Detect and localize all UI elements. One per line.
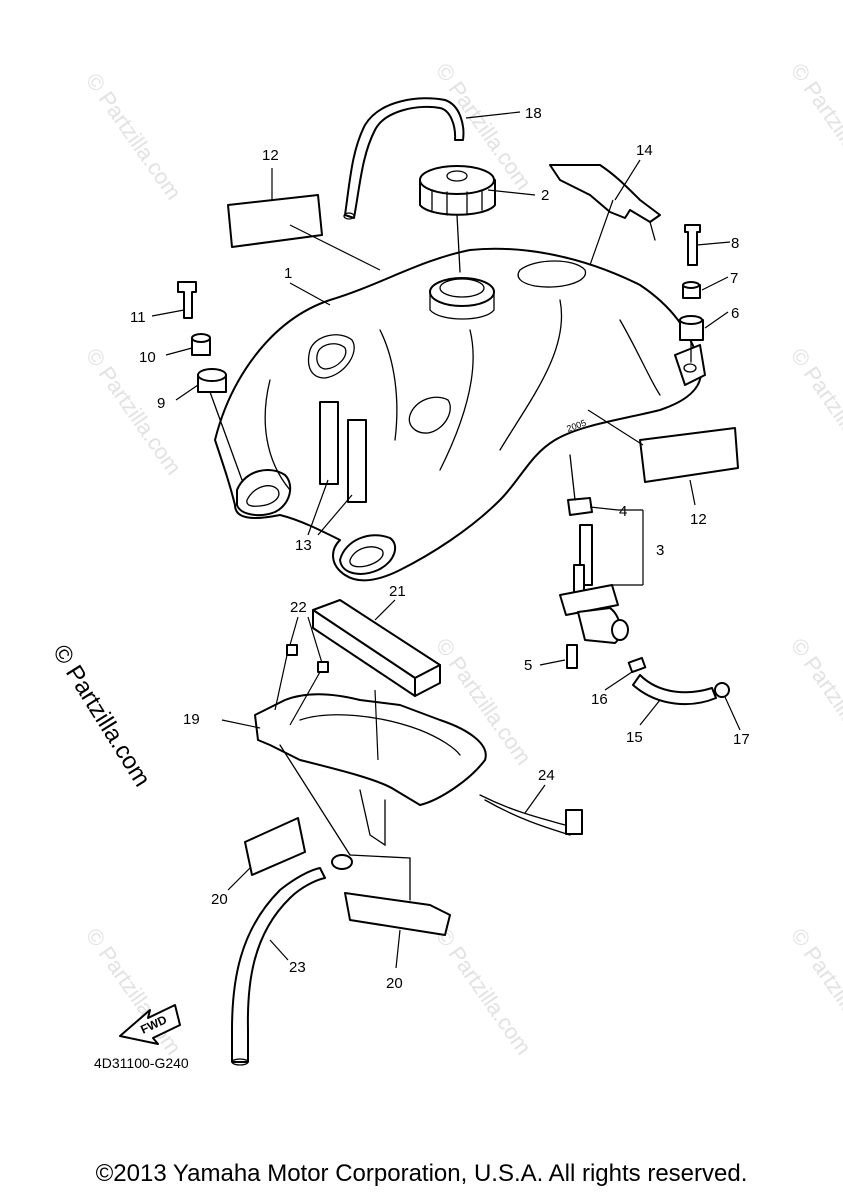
damper-strips <box>319 401 367 503</box>
callout-16: 16 <box>591 691 608 708</box>
callout-24: 24 <box>538 767 555 784</box>
heat-protector <box>549 164 661 241</box>
callout-4: 4 <box>619 503 627 520</box>
watermark-3: © Partzilla.com <box>786 59 843 195</box>
breather-hose <box>343 97 465 220</box>
callout-13: 13 <box>295 537 312 554</box>
callout-20-right: 20 <box>386 975 403 992</box>
callout-22: 22 <box>290 599 307 616</box>
callout-7: 7 <box>730 270 738 287</box>
drain-hose <box>231 867 326 1066</box>
copyright-notice: ©2013 Yamaha Motor Corporation, U.S.A. A… <box>95 1160 748 1187</box>
watermark-11: © Partzilla.com <box>786 924 843 1060</box>
fuel-cap <box>419 165 496 273</box>
leader-lines <box>151 111 741 969</box>
retaining-band <box>479 794 583 836</box>
front-bolt-set <box>177 281 243 481</box>
callout-12-right: 12 <box>690 511 707 528</box>
fuel-cock <box>559 454 629 669</box>
watermark-10: © Partzilla.com <box>431 924 537 1060</box>
watermark-6: © Partzilla.com <box>786 344 843 480</box>
callout-9: 9 <box>157 395 165 412</box>
watermark-4: © Partzilla.com <box>81 344 187 480</box>
watermark-8: © Partzilla.com <box>786 634 843 770</box>
watermark-1: © Partzilla.com <box>81 69 187 205</box>
callout-2: 2 <box>541 187 549 204</box>
callout-12-left: 12 <box>262 147 279 164</box>
callout-14: 14 <box>636 142 653 159</box>
diagram-code: 4D31100-G240 <box>94 1055 189 1071</box>
label-plates <box>227 194 739 483</box>
callout-19: 19 <box>183 711 200 728</box>
callout-numbers: 1 2 3 4 5 6 7 8 9 10 11 12 12 13 14 15 1… <box>130 105 750 992</box>
callout-6: 6 <box>731 305 739 322</box>
callout-11: 11 <box>130 309 146 326</box>
fuel-hose <box>627 656 730 706</box>
callout-21: 21 <box>389 583 406 600</box>
callout-1: 1 <box>284 265 292 282</box>
seat-damper-block <box>312 599 441 697</box>
damper-pads <box>244 817 451 936</box>
rear-bolt-set <box>679 224 704 363</box>
callout-20-left: 20 <box>211 891 228 908</box>
callout-8: 8 <box>731 235 739 252</box>
callout-3: 3 <box>656 542 664 559</box>
callout-17: 17 <box>733 731 750 748</box>
callout-5: 5 <box>524 657 532 674</box>
fuel-tank: 2005 <box>214 247 706 582</box>
forward-arrow: FWD <box>119 1004 181 1045</box>
callout-15: 15 <box>626 729 643 746</box>
tank-support-plate <box>254 644 487 901</box>
callout-10: 10 <box>139 349 156 366</box>
callout-18: 18 <box>525 105 542 122</box>
callout-23: 23 <box>289 959 306 976</box>
